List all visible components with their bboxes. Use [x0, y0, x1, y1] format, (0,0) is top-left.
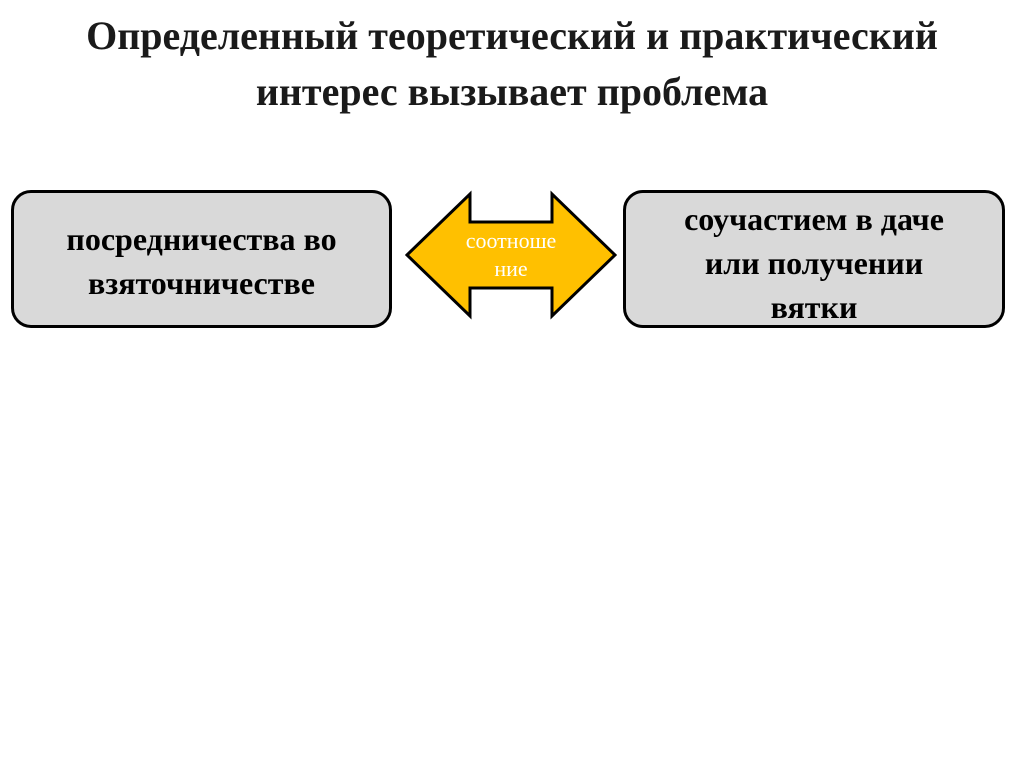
left-concept-label: посредничества во взяточничестве [66, 221, 337, 301]
slide-title: Определенный теоретический и практически… [0, 8, 1024, 120]
relationship-label: соотноше ние [465, 228, 557, 281]
double-arrow-icon [405, 190, 617, 320]
slide-title-line-1: Определенный теоретический и практически… [86, 13, 938, 58]
right-concept-box: соучастием в даче или получении вятки [623, 190, 1005, 328]
slide-title-line-2: интерес вызывает проблема [255, 69, 769, 114]
left-concept-box: посредничества во взяточничестве [11, 190, 392, 328]
relationship-arrow: соотноше ние [405, 189, 617, 321]
right-concept-label: соучастием в даче или получении вятки [684, 201, 944, 325]
